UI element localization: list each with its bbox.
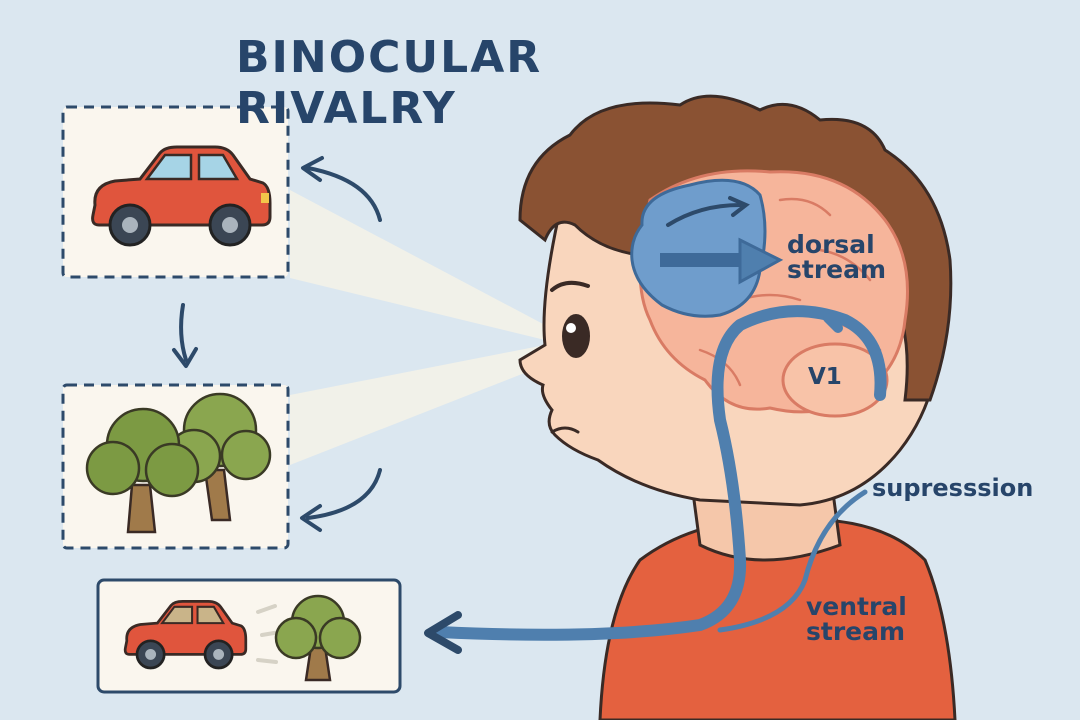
- ventral-line1: ventral: [806, 592, 907, 621]
- suppression-label: supresssion: [872, 474, 1034, 502]
- ventral-line2: stream: [806, 617, 906, 646]
- car-and-tree-icon: [123, 594, 362, 682]
- mixed-percept-panel: [96, 578, 402, 694]
- car-panel: [61, 105, 290, 279]
- cycle-arrow-icon: [172, 156, 382, 532]
- brain-icon: [630, 169, 909, 418]
- car-icon: [91, 145, 272, 247]
- light-beams: [290, 190, 545, 465]
- v1-label: V1: [808, 364, 842, 390]
- diagram-title: BINOCULAR RIVALRY: [236, 32, 543, 134]
- ventral-stream-path: [424, 305, 887, 654]
- trees-panel: [61, 383, 290, 550]
- eye-icon: [562, 314, 590, 358]
- dorsal-line1: dorsal: [787, 230, 875, 259]
- ventral-stream-label: ventral stream: [806, 594, 907, 644]
- dorsal-line2: stream: [787, 255, 887, 284]
- trees-icon: [85, 392, 272, 534]
- dorsal-stream-label: dorsal stream: [787, 232, 886, 282]
